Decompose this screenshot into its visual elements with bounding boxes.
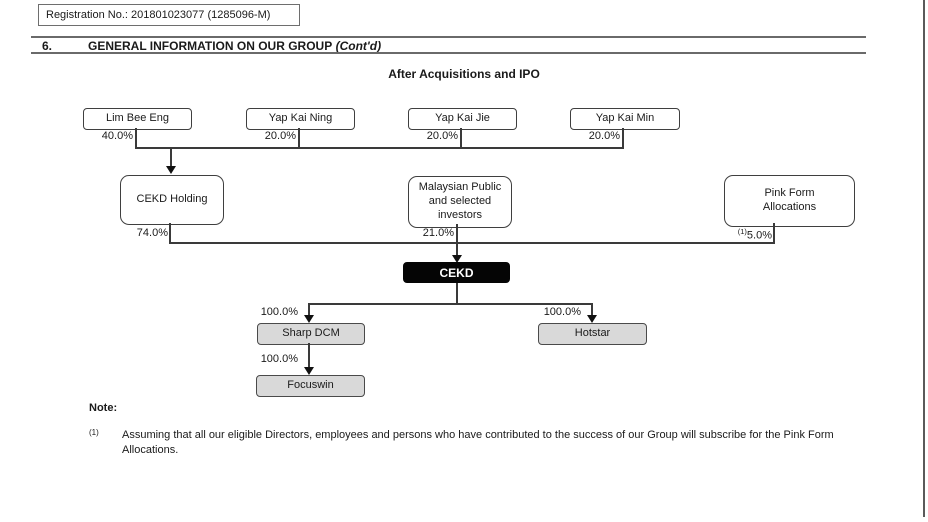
connector-line — [298, 128, 300, 149]
node-label: Pink Form Allocations — [762, 187, 817, 213]
node-pink-form-allocations: Pink Form Allocations — [724, 175, 855, 227]
stake-cekd-holding: 74.0% — [136, 227, 168, 239]
node-yap-kai-ning: Yap Kai Ning — [246, 108, 355, 130]
connector-line — [591, 303, 593, 316]
registration-number: Registration No.: 201801023077 (1285096-… — [46, 9, 271, 21]
registration-number-box: Registration No.: 201801023077 (1285096-… — [38, 4, 300, 26]
section-title-text: GENERAL INFORMATION ON OUR GROUP — [88, 39, 333, 53]
section-number: 6. — [42, 39, 53, 53]
connector-line — [460, 128, 462, 149]
connector-line — [170, 147, 172, 167]
connector-line — [773, 223, 775, 244]
stake-hotstar: 100.0% — [543, 306, 581, 318]
stake-malaysian-public: 21.0% — [422, 227, 454, 239]
node-lim-bee-eng: Lim Bee Eng — [83, 108, 192, 130]
arrowhead-icon — [166, 166, 176, 174]
page-edge-border — [923, 0, 925, 517]
node-label: Yap Kai Min — [595, 112, 655, 125]
stake-pink-form: (1)5.0% — [700, 227, 772, 242]
connector-line — [169, 223, 171, 244]
node-label: CEKD — [439, 265, 474, 280]
stake-sharp-dcm: 100.0% — [260, 306, 298, 318]
arrowhead-icon — [304, 315, 314, 323]
connector-line — [308, 303, 310, 316]
node-label: Malaysian Public and selected investors — [418, 181, 502, 221]
connector-line — [308, 343, 310, 368]
node-label: Sharp DCM — [282, 327, 340, 340]
connector-line — [135, 128, 137, 149]
note-heading: Note: — [89, 402, 118, 414]
arrowhead-icon — [452, 255, 462, 263]
node-yap-kai-min: Yap Kai Min — [570, 108, 680, 130]
header-rule-bottom — [31, 52, 866, 54]
connector-line — [169, 242, 775, 244]
header-rule-top — [31, 36, 866, 38]
connector-line — [308, 303, 593, 305]
node-label: Hotstar — [574, 327, 611, 340]
section-contd: (Cont'd) — [335, 39, 382, 53]
footnote-marker: (1) — [89, 428, 99, 437]
stake-value: 5.0% — [746, 229, 772, 242]
node-label: CEKD Holding — [136, 193, 208, 206]
arrowhead-icon — [587, 315, 597, 323]
diagram-title: After Acquisitions and IPO — [388, 67, 540, 81]
connector-line — [135, 147, 624, 149]
node-malaysian-public: Malaysian Public and selected investors — [408, 176, 512, 228]
stake-yap-kai-jie: 20.0% — [426, 130, 458, 142]
connector-line — [456, 283, 458, 305]
node-label: Lim Bee Eng — [106, 112, 169, 125]
section-title: GENERAL INFORMATION ON OUR GROUP (Cont'd… — [88, 39, 381, 53]
node-sharp-dcm: Sharp DCM — [257, 323, 365, 345]
node-label: Yap Kai Ning — [268, 112, 333, 125]
node-cekd-holding: CEKD Holding — [120, 175, 224, 225]
node-focuswin: Focuswin — [256, 375, 365, 397]
stake-lim-bee-eng: 40.0% — [101, 130, 133, 142]
stake-yap-kai-ning: 20.0% — [264, 130, 296, 142]
stake-focuswin: 100.0% — [260, 353, 298, 365]
stake-yap-kai-min: 20.0% — [588, 130, 620, 142]
node-label: Yap Kai Jie — [435, 112, 490, 125]
footnote-text: Assuming that all our eligible Directors… — [122, 429, 834, 456]
arrowhead-icon — [304, 367, 314, 375]
node-cekd: CEKD — [403, 262, 510, 283]
node-label: Focuswin — [287, 379, 334, 392]
node-yap-kai-jie: Yap Kai Jie — [408, 108, 517, 130]
connector-line — [456, 242, 458, 256]
connector-line — [622, 128, 624, 149]
node-hotstar: Hotstar — [538, 323, 647, 345]
footnote-ref: (1) — [737, 227, 747, 236]
connector-line — [456, 224, 458, 244]
